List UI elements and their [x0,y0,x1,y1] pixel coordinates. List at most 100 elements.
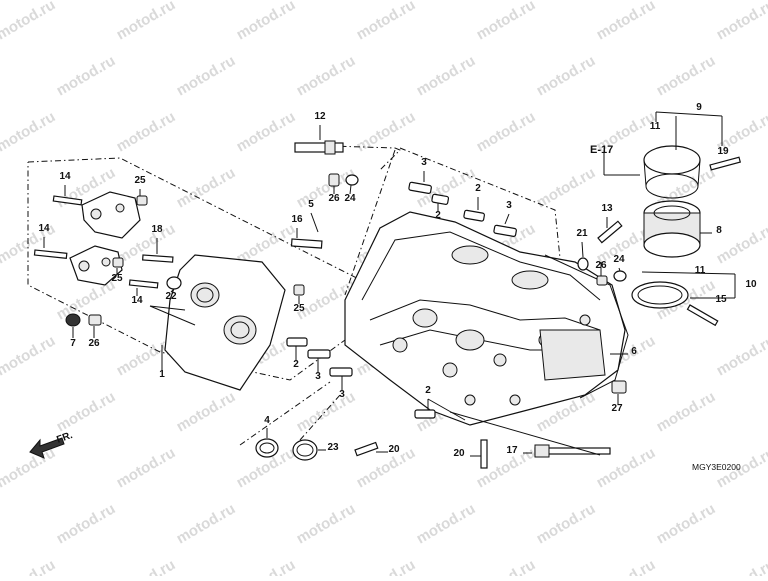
callout-c2d: 2 [425,385,431,396]
watermark-text-104: motod.ru [474,556,539,576]
callout-c14c: 14 [59,171,71,182]
watermark-text-12: motod.ru [234,0,299,43]
callout-c25c: 25 [134,175,146,186]
callout-c25a: 25 [293,303,305,314]
watermark-text-38: motod.ru [174,164,239,211]
watermark-text-78: motod.ru [654,388,719,435]
watermark-text-22: motod.ru [414,52,479,99]
callout-c15: 15 [715,294,727,305]
watermark-text-16: motod.ru [714,0,768,43]
seal-4 [256,439,278,457]
bolt-16 [292,239,322,248]
watermark-text-102: motod.ru [234,556,299,576]
stud-20b [355,442,378,455]
callout-c3d: 3 [339,389,345,400]
watermark-text-28: motod.ru [0,108,58,155]
callout-c14a: 14 [131,295,143,306]
watermark-text-39: motod.ru [294,164,359,211]
callout-c20b: 20 [388,444,400,455]
callout-c13: 13 [601,203,613,214]
watermark-text-10: motod.ru [0,0,58,43]
callout-c19: 19 [717,146,729,157]
watermark-text-106: motod.ru [714,556,768,576]
watermark-text-82: motod.ru [0,444,58,491]
o-ring-23 [293,440,317,460]
bolt-18 [143,255,173,262]
callout-c26c: 26 [595,260,607,271]
callout-c2a: 2 [475,183,481,194]
callout-c24a: 24 [344,193,356,204]
callout-c8: 8 [716,225,722,236]
callout-c11b: 11 [695,265,706,276]
watermark-text-91: motod.ru [54,500,119,547]
watermark-text-70: motod.ru [714,332,768,379]
callout-c14b: 14 [38,223,50,234]
callout-c2c: 2 [293,359,299,370]
watermark-text-41: motod.ru [534,164,599,211]
cylinder-head [345,212,625,425]
callout-c23: 23 [327,442,339,453]
watermark-text-23: motod.ru [534,52,599,99]
spark-plug-12 [295,141,343,154]
bolt-14b [34,250,66,258]
callout-c6: 6 [631,346,637,357]
watermark-text-20: motod.ru [174,52,239,99]
watermark-text-103: motod.ru [354,556,419,576]
callout-c20a: 20 [453,448,465,459]
watermark-text-19: motod.ru [54,52,119,99]
watermark-text-32: motod.ru [474,108,539,155]
watermark-text-96: motod.ru [654,500,719,547]
watermark-text-21: motod.ru [294,52,359,99]
callout-c11a: 11 [650,121,661,132]
callout-c4: 4 [264,415,270,426]
callout-c26a: 26 [88,338,100,349]
watermark-text-14: motod.ru [474,0,539,43]
watermark-text-11: motod.ru [114,0,179,43]
callout-c22: 22 [165,291,177,302]
callout-c18: 18 [151,224,163,235]
callout-c24b: 24 [613,254,625,265]
watermark-text-13: motod.ru [354,0,419,43]
callout-c10: 10 [745,279,757,290]
callout-c2b: 2 [435,210,441,221]
watermark-text-15: motod.ru [594,0,659,43]
direction-label: FR. [55,430,74,446]
cover-plate-1 [165,255,285,390]
reference-label: E-17 [590,144,613,156]
bolt-19 [710,157,740,170]
watermark-text-64: motod.ru [0,332,58,379]
callout-c7: 7 [70,338,76,349]
watermark-text-93: motod.ru [294,500,359,547]
watermark-text-31: motod.ru [354,108,419,155]
watermark-text-95: motod.ru [534,500,599,547]
watermark-text-73: motod.ru [54,388,119,435]
watermark-text-101: motod.ru [114,556,179,576]
callout-c16: 16 [291,214,303,225]
watermark-text-92: motod.ru [174,500,239,547]
seal-7-cap-26a [66,314,101,326]
watermark-text-29: motod.ru [114,108,179,155]
insulator-8 [644,201,700,257]
callout-c3c: 3 [315,371,321,382]
watermark-text-100: motod.ru [0,556,58,576]
washer-22 [167,277,181,289]
watermark-text-83: motod.ru [114,444,179,491]
watermark-text-94: motod.ru [414,500,479,547]
bracket-upper [82,192,140,238]
callout-c1: 1 [159,369,165,380]
callout-c25b: 25 [111,273,123,284]
callout-c5: 5 [308,199,314,210]
callout-c12: 12 [314,111,326,122]
callout-c27: 27 [611,403,623,414]
bolt-15 [688,305,718,325]
stud-20a [481,440,487,468]
watermark-text-74: motod.ru [174,388,239,435]
watermark-text-24: motod.ru [654,52,719,99]
watermark-text-75: motod.ru [294,388,359,435]
watermark-text-105: motod.ru [594,556,659,576]
band-10 [632,282,688,308]
callout-c9: 9 [696,102,702,113]
callout-c3b: 3 [506,200,512,211]
